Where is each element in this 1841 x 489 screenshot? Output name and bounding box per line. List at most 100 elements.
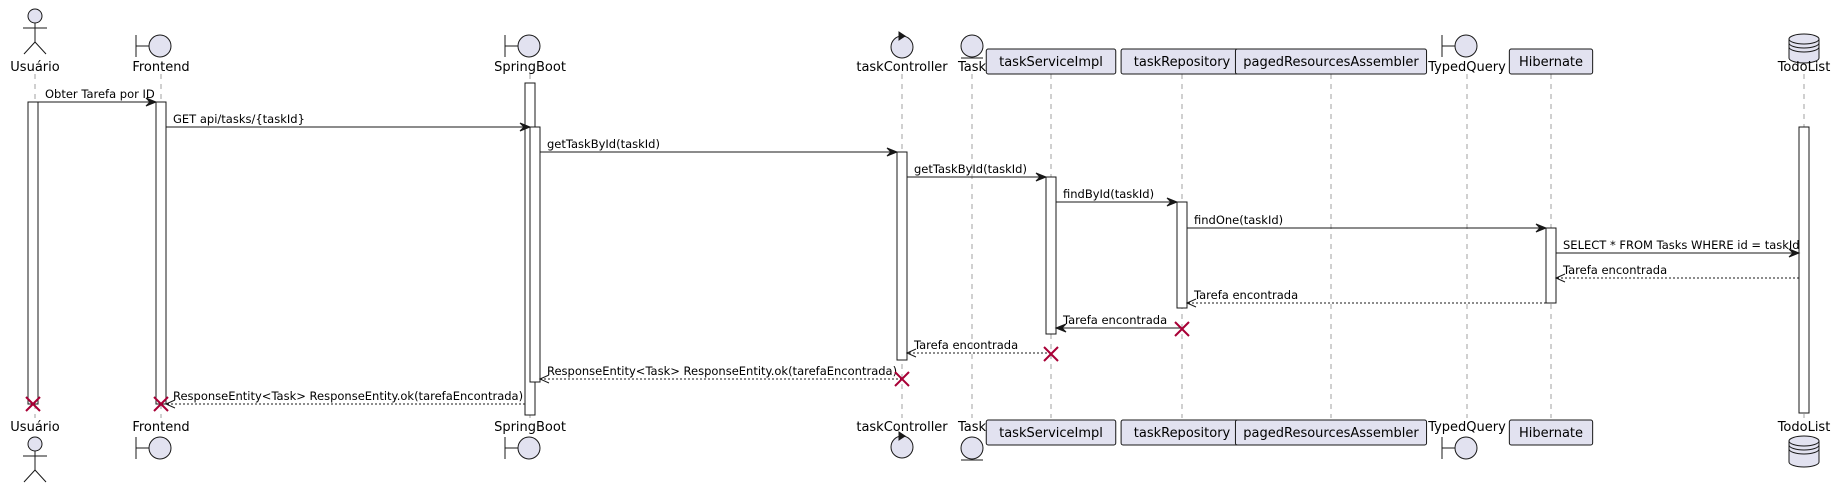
destroy-mark-taskserviceimpl [1043,346,1059,362]
entity-icon [960,436,984,461]
destroy-mark-taskrepository [1174,321,1190,337]
message-label: ResponseEntity<Task> ResponseEntity.ok(t… [547,364,897,378]
boundary-icon [504,34,541,58]
participant-box [985,419,1117,446]
participant-springboot-bottom: SpringBoot [494,420,566,460]
activation-bar-frontend [155,101,167,405]
participant-typedquery-top: TypedQuery [1427,34,1506,75]
message-arrow: Tarefa encontrada [1054,313,1182,333]
message-arrow: ResponseEntity<Task> ResponseEntity.ok(t… [538,364,902,384]
message-arrow: GET api/tasks/{taskId} [166,112,532,132]
participant-label: taskServiceImpl [999,426,1103,441]
activation-bar-todolist [1798,126,1810,414]
participant-box [1508,48,1594,75]
message-label: Tarefa encontrada [1193,288,1298,302]
actor-icon [23,436,47,483]
participant-label: TypedQuery [1427,420,1506,435]
message-arrow: Tarefa encontrada [1554,263,1799,283]
boundary-icon [504,436,541,460]
participant-label: taskRepository [1134,55,1231,70]
message-label: Tarefa encontrada [913,338,1018,352]
message-label: getTaskById(taskId) [547,137,660,151]
participant-label: TodoList [1777,60,1831,75]
boundary-icon [135,436,172,460]
message-label: Tarefa encontrada [1562,263,1667,277]
message-label: Obter Tarefa por ID [45,87,155,101]
activation-bar-springboot [529,126,541,383]
participant-frontend-top: Frontend [132,34,190,75]
boundary-icon [135,34,172,58]
boundary-icon [1441,34,1478,58]
participant-typedquery-bottom: TypedQuery [1427,420,1506,460]
message-label: Tarefa encontrada [1062,313,1167,327]
participant-label: Task [957,420,987,435]
destroy-mark-frontend [153,396,169,412]
destroy-mark-taskcontroller [894,371,910,387]
participant-pagedresourcesassembler-top: pagedResourcesAssembler [1234,48,1428,75]
participant-taskserviceimpl-bottom: taskServiceImpl [985,419,1117,446]
actor-icon [23,8,47,55]
message-arrow: getTaskById(taskId) [907,162,1048,182]
participant-label: SpringBoot [494,60,566,75]
message-label: GET api/tasks/{taskId} [173,112,305,126]
activation-bar-hibernate [1545,227,1557,304]
participant-label: Usuário [10,60,59,75]
participant-label: Frontend [132,420,189,435]
participant-label: taskServiceImpl [999,55,1103,70]
participant-label: pagedResourcesAssembler [1243,55,1419,70]
entity-icon [960,34,984,59]
participant-box [1234,48,1428,75]
database-icon [1788,435,1820,468]
participant-label: taskController [856,60,948,75]
participant-hibernate-top: Hibernate [1508,48,1594,75]
participant-taskrepository-bottom: taskRepository [1120,419,1244,446]
message-arrow: Obter Tarefa por ID [38,87,158,107]
participant-usuario-top: Usuário [10,8,60,75]
message-label: ResponseEntity<Task> ResponseEntity.ok(t… [173,389,523,403]
participant-taskcontroller-top: taskController [856,31,948,75]
participant-label: Usuário [10,420,59,435]
destroy-mark-usuario [25,396,41,412]
participant-taskserviceimpl-top: taskServiceImpl [985,48,1117,75]
participant-taskrepository-top: taskRepository [1120,48,1244,75]
participant-task-bottom: Task [957,420,987,461]
boundary-icon [1441,436,1478,460]
participant-todolist-bottom: TodoList [1777,420,1831,468]
message-arrow: Tarefa encontrada [1185,288,1546,308]
message-arrow: getTaskById(taskId) [540,137,899,157]
participant-box [1508,419,1594,446]
participant-pagedresourcesassembler-bottom: pagedResourcesAssembler [1234,419,1428,446]
database-icon [1788,33,1820,64]
participant-usuario-bottom: Usuário [10,420,60,483]
participant-label: Task [957,60,987,75]
message-label: findById(taskId) [1063,187,1154,201]
control-icon [890,31,914,59]
message-arrow: ResponseEntity<Task> ResponseEntity.ok(t… [164,389,525,409]
message-label: getTaskById(taskId) [914,162,1027,176]
participant-label: TypedQuery [1427,60,1506,75]
participant-box [985,48,1117,75]
activation-bar-taskserviceimpl [1045,176,1057,335]
message-arrow: SELECT * FROM Tasks WHERE id = taskId [1556,238,1801,258]
participant-box [1234,419,1428,446]
message-label: SELECT * FROM Tasks WHERE id = taskId [1563,238,1800,252]
activation-bar-usuario [27,101,39,405]
participant-label: taskRepository [1134,426,1231,441]
participant-label: taskController [856,420,948,435]
participant-label: TodoList [1777,420,1831,435]
participant-task-top: Task [957,34,987,75]
message-label: findOne(taskId) [1194,213,1283,227]
participant-label: Hibernate [1519,55,1583,70]
control-icon [890,431,914,459]
participant-hibernate-bottom: Hibernate [1508,419,1594,446]
participant-label: Frontend [132,60,189,75]
participant-label: pagedResourcesAssembler [1243,426,1419,441]
participant-label: Hibernate [1519,426,1583,441]
participant-taskcontroller-bottom: taskController [856,420,948,459]
activation-bar-taskcontroller [896,151,908,361]
participant-springboot-top: SpringBoot [494,34,566,75]
message-arrow: findById(taskId) [1056,187,1179,207]
participant-frontend-bottom: Frontend [132,420,190,460]
participant-label: SpringBoot [494,420,566,435]
